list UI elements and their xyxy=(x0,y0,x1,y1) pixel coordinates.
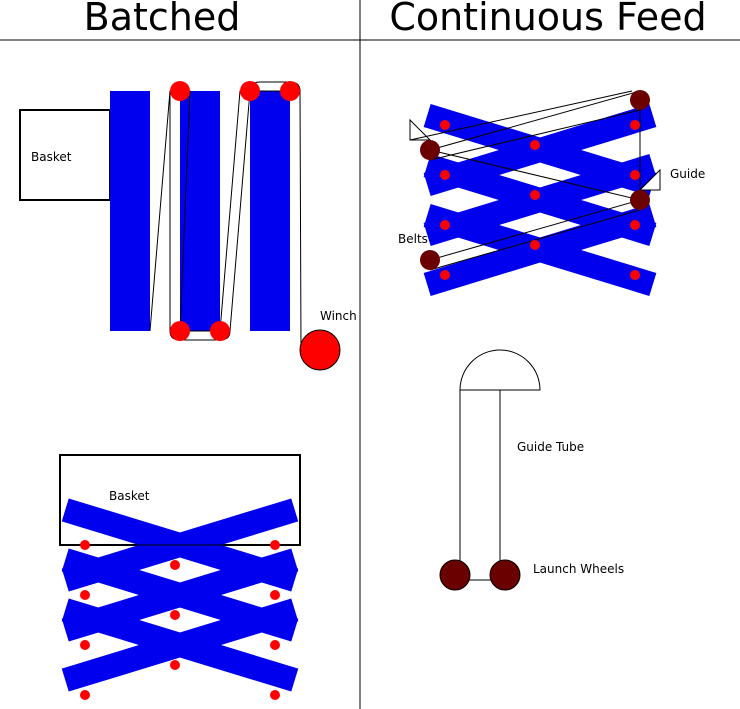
batched-top-basket xyxy=(19,109,111,201)
batched-top-basket-label: Basket xyxy=(31,150,72,164)
pivot xyxy=(530,240,540,250)
batched-bottom-basket-label: Basket xyxy=(109,489,150,503)
pivot xyxy=(270,640,280,650)
drive-wheel xyxy=(630,90,650,110)
feed-line xyxy=(409,90,633,141)
feed-line xyxy=(429,90,641,151)
batched-scissor-system: Basket xyxy=(59,454,301,700)
pivot xyxy=(270,690,280,700)
tube-funnel xyxy=(459,349,541,391)
batched-winch-system: Basket Winch xyxy=(19,81,357,371)
scissor-belt xyxy=(61,598,299,692)
guide-tube xyxy=(459,389,501,581)
feed-line xyxy=(429,199,641,261)
pivot xyxy=(170,610,180,620)
pivot xyxy=(440,220,450,230)
pivot xyxy=(630,170,640,180)
right-guide xyxy=(638,168,661,191)
drive-wheel xyxy=(420,250,440,270)
pivot xyxy=(440,270,450,280)
heading-continuous-feed: Continuous Feed xyxy=(389,0,706,39)
drive-wheel xyxy=(630,190,650,210)
launch-wheels-label: Launch Wheels xyxy=(533,562,624,576)
pivot xyxy=(270,590,280,600)
launch-wheel xyxy=(439,559,471,591)
pivot xyxy=(440,170,450,180)
pivot xyxy=(80,590,90,600)
feed-belt xyxy=(423,204,657,296)
roller xyxy=(280,81,300,101)
guide-tube-label: Guide Tube xyxy=(517,440,584,454)
guide-tube-launcher: Guide Tube Launch Wheels xyxy=(439,349,624,591)
heading-batched: Batched xyxy=(84,0,241,39)
belts-label: Belts xyxy=(398,232,428,246)
guide-label: Guide xyxy=(670,167,705,181)
pivot xyxy=(440,120,450,130)
pivot xyxy=(630,220,640,230)
pivot xyxy=(80,640,90,650)
pivot xyxy=(530,140,540,150)
pivot xyxy=(630,120,640,130)
vertical-belt-3 xyxy=(250,91,290,331)
winch-drum xyxy=(299,329,341,371)
pivot xyxy=(630,270,640,280)
pivot xyxy=(80,690,90,700)
left-guide xyxy=(409,118,432,141)
pivot xyxy=(270,540,280,550)
vertical-belt-2 xyxy=(180,91,220,331)
drive-wheel xyxy=(420,140,440,160)
continuous-belt-system: Guide Belts xyxy=(398,90,705,296)
pivot xyxy=(170,560,180,570)
roller xyxy=(170,321,190,341)
pivot xyxy=(80,540,90,550)
winch-label: Winch xyxy=(320,309,357,323)
feed-line xyxy=(429,109,641,161)
feed-line xyxy=(429,149,641,201)
roller xyxy=(170,81,190,101)
roller xyxy=(210,321,230,341)
roller xyxy=(240,81,260,101)
pivot xyxy=(530,190,540,200)
launch-wheel xyxy=(489,559,521,591)
pivot xyxy=(170,660,180,670)
vertical-belt-1 xyxy=(110,91,150,331)
